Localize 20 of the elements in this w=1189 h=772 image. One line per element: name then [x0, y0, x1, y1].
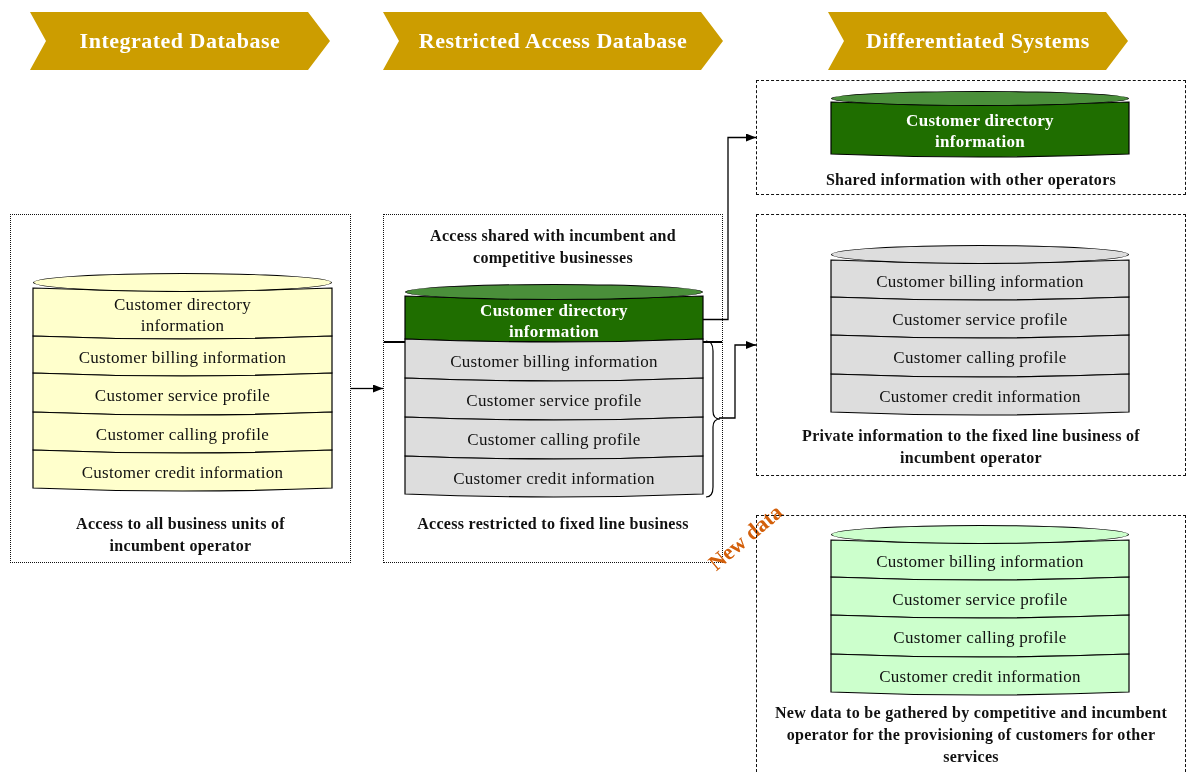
- chevron-banner: Integrated Database: [30, 12, 330, 70]
- connector-arrow: [350, 384, 384, 393]
- cylinder-top: [831, 525, 1129, 544]
- group-frame: [756, 214, 1186, 476]
- cylinder-top: [831, 245, 1129, 264]
- frame-caption: Access restricted to fixed line business: [416, 514, 690, 534]
- cylinder-top: [831, 91, 1129, 106]
- group-frame: [10, 214, 351, 563]
- frame-caption: Shared information with other operators: [824, 170, 1118, 191]
- cylinder-top: [33, 273, 332, 292]
- frame-caption: Access shared with incumbent and competitive businesses: [429, 226, 677, 269]
- curly-brace: [706, 341, 720, 497]
- rotated-note: New data: [703, 499, 788, 576]
- frame-caption: Private information to the fixed line business of incumbent operator: [801, 426, 1141, 469]
- chevron-banner: Differentiated Systems: [828, 12, 1128, 70]
- frame-caption: Access to all business units of incumbent operator: [75, 514, 286, 557]
- cylinder-top: [405, 284, 703, 300]
- connector-arrow: [718, 341, 757, 419]
- chevron-banner: Restricted Access Database: [383, 12, 723, 70]
- frame-caption: New data to be gathered by competitive and incumbent operator for the provisioning of customers for other services: [773, 703, 1169, 767]
